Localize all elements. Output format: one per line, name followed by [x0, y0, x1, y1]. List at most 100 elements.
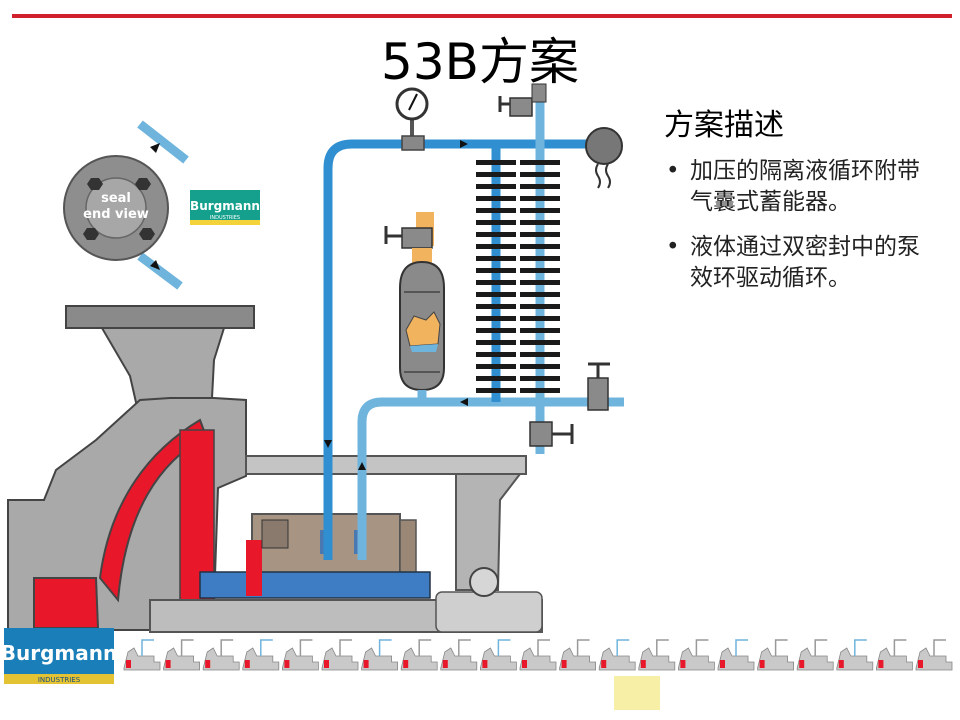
cooler-fin [476, 352, 516, 357]
thumbnail-pump-icon [915, 647, 953, 671]
cooler-fin [476, 316, 516, 321]
flow-arrow-icon [358, 462, 366, 470]
thumbnail-pipe-mark [656, 639, 669, 656]
plan-thumbnail [440, 639, 478, 671]
thumbnail-pipe-mark [458, 639, 471, 656]
valve-body-icon [401, 227, 433, 249]
cooler-fin [520, 256, 560, 261]
small-logo-bar [190, 220, 260, 225]
bladder-accumulator [399, 248, 445, 402]
cooler-fin [476, 232, 516, 237]
thumbnail-pipe-mark [299, 639, 313, 656]
bullet-text: 液体通过双密封中的泵效环驱动循环。 [690, 234, 920, 291]
thumbnail-fluid-mark [640, 660, 646, 668]
plan-thumbnail [400, 639, 438, 671]
plan-thumbnail [559, 639, 596, 671]
thumbnail-fluid-mark [205, 660, 211, 668]
bearing-ball [469, 567, 499, 597]
thumbnail-pump-icon [717, 647, 755, 671]
brand-logo-subtext: INDUSTRIES [38, 676, 81, 684]
bullet-text: 加压的隔离液循环附带气囊式蓄能器。 [690, 158, 920, 215]
plan-thumbnail [123, 639, 161, 671]
plan-thumbnail [242, 639, 280, 671]
thumbnail-fluid-mark [838, 660, 844, 668]
plan-thumbnail [480, 639, 517, 671]
thumbnail-fluid-mark [165, 660, 171, 668]
plan-thumbnail [915, 639, 953, 671]
plan-thumbnail [836, 639, 874, 671]
thumbnail-fluid-mark [482, 660, 488, 668]
plan-thumbnail [598, 639, 636, 671]
cooler-fin [476, 328, 516, 333]
top-vent-valve [498, 83, 547, 117]
cooler-fin [476, 184, 516, 189]
thumbnail-pipe-mark [418, 639, 432, 656]
bullet-dot-icon: • [666, 158, 680, 184]
plan-thumbnail [519, 639, 557, 671]
end-view-port-lower [137, 252, 183, 290]
thumbnail-fluid-mark [561, 660, 567, 668]
cooler-fin [520, 304, 560, 309]
bearing-bracket-leg [455, 473, 523, 591]
cooler-fin [520, 232, 560, 237]
small-logo-badge [190, 190, 260, 224]
thumbnail-pump-icon [876, 647, 913, 671]
return-line [357, 397, 624, 560]
thumbnail-pump-icon [202, 647, 240, 671]
thumbnail-pipe-mark [814, 639, 828, 656]
thumbnail-pump-icon [321, 647, 359, 671]
thumbnail-pipe-mark [220, 639, 234, 656]
small-logo-subtext: INDUSTRIES [210, 215, 240, 221]
brand-logo-bar [4, 674, 114, 684]
thumbnail-pump-icon [757, 647, 794, 671]
cooler-fin [476, 388, 516, 393]
cooler-fin [476, 364, 516, 369]
thumbnail-fluid-mark [522, 660, 527, 668]
seal-end-view: seal end view [63, 120, 189, 290]
thumbnail-fluid-mark [759, 660, 765, 668]
plan-thumbnail [876, 639, 913, 671]
thumbnail-fluid-mark [284, 660, 290, 668]
cooler-fin [476, 160, 516, 165]
cooler-fin [520, 364, 560, 369]
cooler-fin [476, 376, 516, 381]
shaft-coupling [435, 591, 543, 633]
cooler-fin [520, 376, 560, 381]
thumbnail-pipe-mark [180, 639, 194, 656]
plan-thumbnail [717, 639, 755, 671]
thumbnail-pipe-mark [576, 639, 590, 656]
flow-arrow-icon [324, 440, 332, 448]
cooler-fin [476, 256, 516, 261]
bolt-icon [87, 178, 103, 190]
suction-flange [65, 305, 255, 329]
thumbnail-pump-icon [836, 647, 874, 671]
cooler-fin [520, 388, 560, 393]
bolt-icon [139, 228, 155, 240]
cooler-fin [476, 292, 516, 297]
cooler-fin [520, 244, 560, 249]
vent-cap [531, 83, 547, 103]
coil-wire-icon [595, 163, 611, 189]
valve-body-icon [509, 97, 533, 117]
flow-arrow-icon [460, 140, 468, 148]
plan-thumbnail [163, 639, 200, 671]
description-bullet: • 液体通过双密封中的泵效环驱动循环。 [664, 232, 924, 294]
cooler-fin [520, 208, 560, 213]
thumbnail-pump-icon [519, 647, 557, 671]
header-rule [12, 14, 952, 18]
thumbnail-fluid-mark [244, 660, 250, 668]
valve-body-icon [587, 377, 609, 411]
accumulator-valve [384, 212, 434, 249]
description-bullet: • 加压的隔离液循环附带气囊式蓄能器。 [664, 156, 924, 218]
thumbnail-pump-icon [282, 647, 319, 671]
plan-thumbnail-strip [123, 639, 953, 671]
spring-pack [261, 519, 289, 549]
cooler-fin [476, 244, 516, 249]
arrow-icon [150, 260, 160, 270]
description-panel: 方案描述 • 加压的隔离液循环附带气囊式蓄能器。 • 液体通过双密封中的泵效环驱… [664, 100, 924, 308]
thumbnail-pipe-mark [735, 639, 748, 656]
thumbnail-pipe-mark [695, 639, 709, 656]
cooler-fin [476, 196, 516, 201]
thumbnail-pipe-mark [933, 639, 946, 656]
pressure-gauge [395, 87, 429, 151]
